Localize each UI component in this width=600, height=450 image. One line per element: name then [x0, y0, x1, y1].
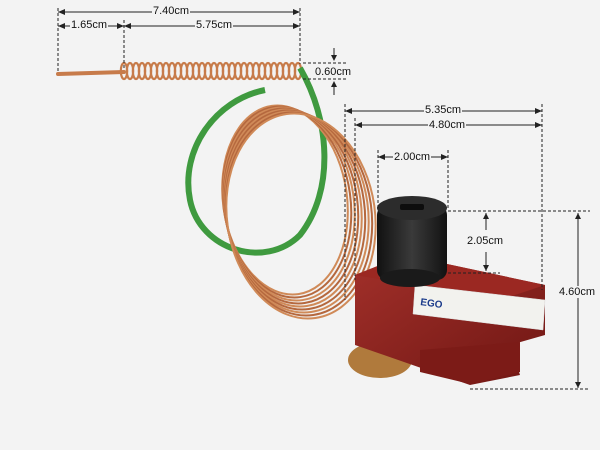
green-wire [185, 66, 328, 256]
dim-coil-length: 5.75cm [195, 19, 234, 31]
sensor-coil [119, 61, 303, 81]
knob [377, 205, 447, 280]
label-logo: EGO [420, 297, 444, 311]
dim-straight-tip: 1.65cm [70, 19, 109, 31]
dim-coil-diameter: 0.60cm [314, 66, 353, 78]
dim-total-height: 4.60cm [558, 286, 597, 298]
capillary-tip [56, 70, 126, 76]
capillary-loop [225, 112, 377, 320]
dim-overall-length: 7.40cm [152, 5, 191, 17]
dim-knob-height: 2.05cm [466, 235, 505, 247]
dim-housing-width: 4.80cm [428, 119, 467, 131]
label-sticker [412, 284, 546, 331]
dim-body-width: 5.35cm [424, 104, 463, 116]
dim-knob-diameter: 2.00cm [393, 151, 432, 163]
knob-slot [400, 204, 424, 210]
capillary-loops [221, 104, 377, 320]
